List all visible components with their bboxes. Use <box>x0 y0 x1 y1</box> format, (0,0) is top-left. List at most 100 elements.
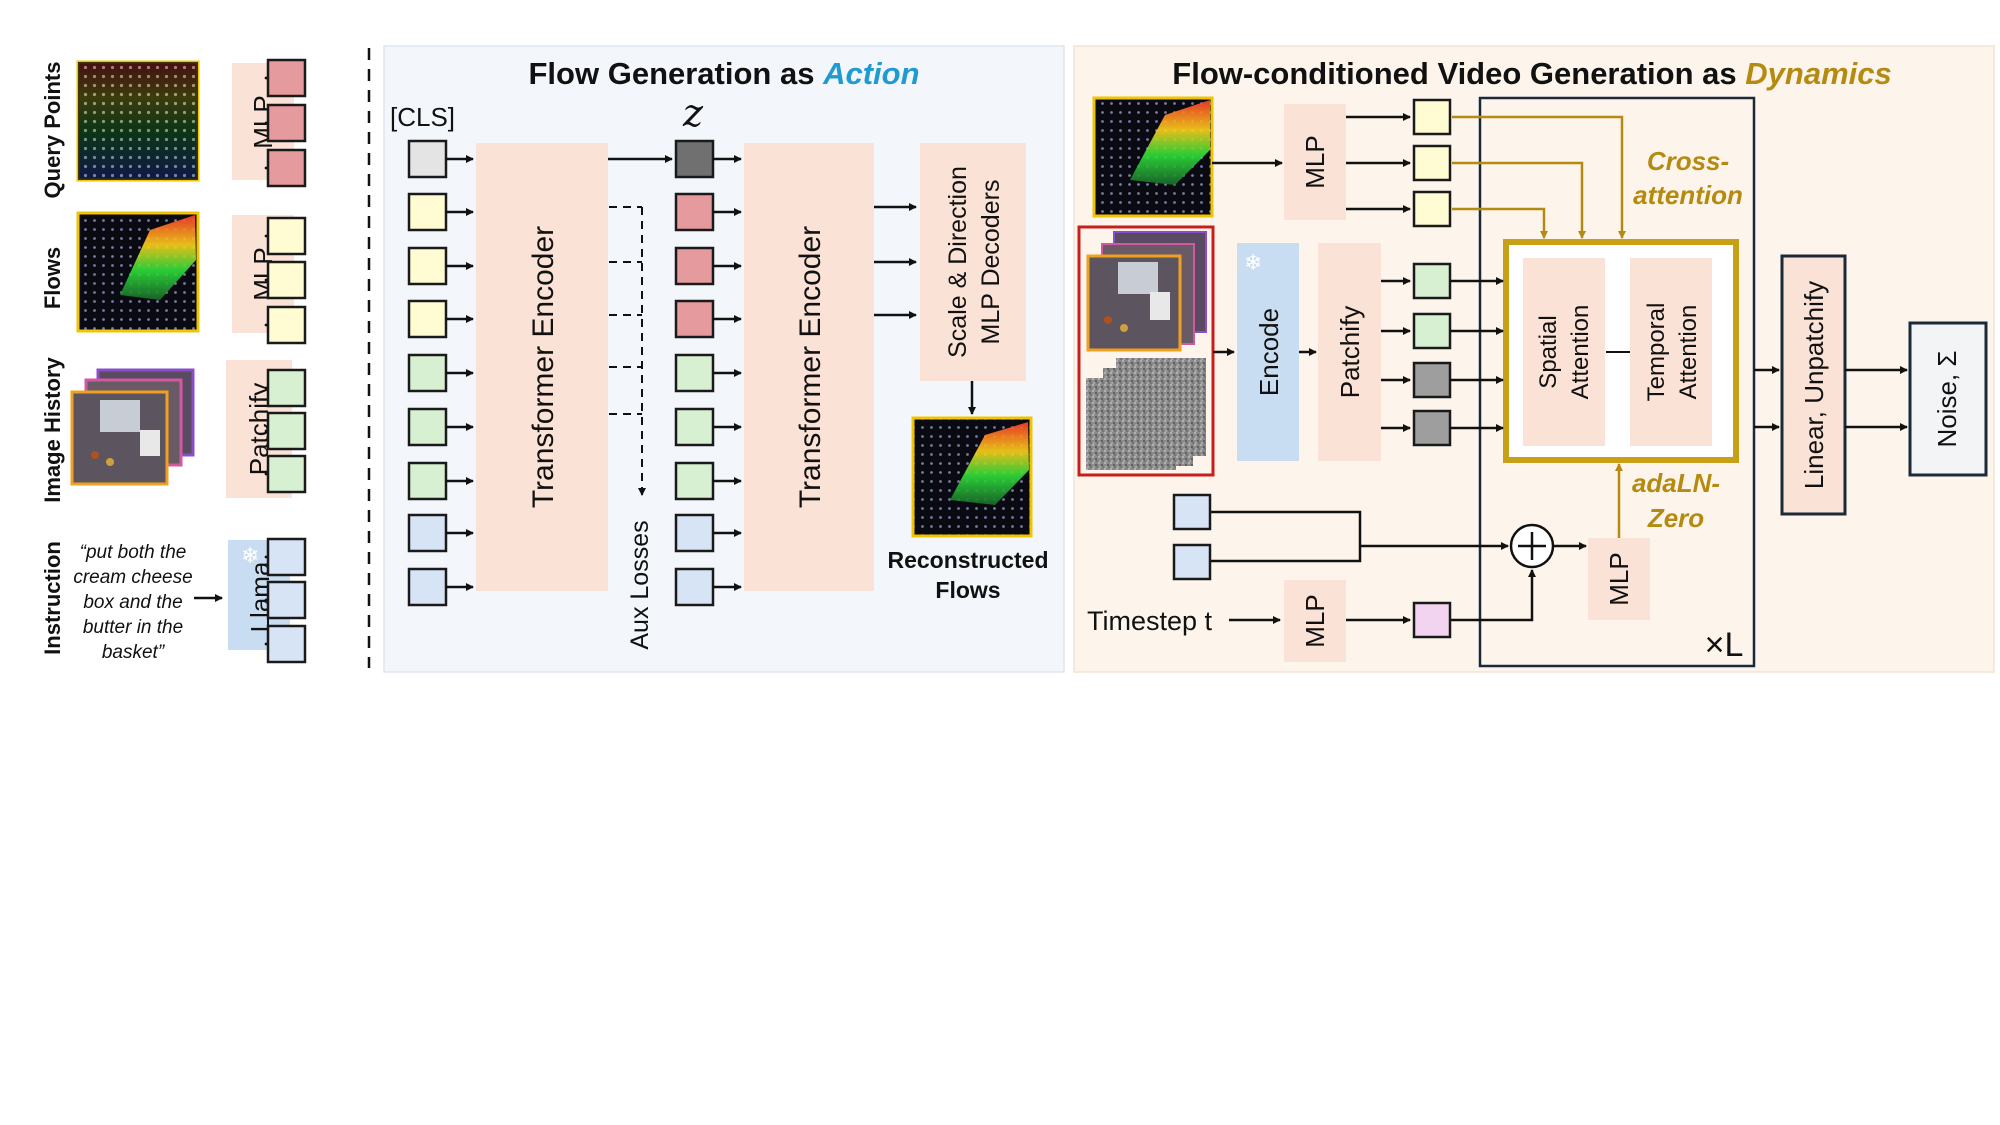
token <box>407 513 448 553</box>
instruction-line: cream cheese <box>73 567 192 588</box>
left-section: Query Points Flows Image History Instruc… <box>40 48 371 668</box>
token <box>1412 361 1452 399</box>
action-panel: Flow Generation as Action [CLS] Transfor… <box>383 45 1065 673</box>
action-panel-title: Flow Generation as Action <box>529 56 920 91</box>
token <box>266 411 307 451</box>
transformer-encoder-1: Transformer Encoder <box>476 143 608 591</box>
token <box>1412 190 1452 228</box>
cross-attention-label-line2: attention <box>1633 180 1743 210</box>
token <box>266 103 307 143</box>
snowflake-icon: ❄ <box>241 544 259 569</box>
z-label: z <box>682 91 704 135</box>
cls-label: [CLS] <box>390 102 455 132</box>
token <box>266 260 307 300</box>
token <box>674 246 715 286</box>
row-label-image-history: Image History <box>40 356 65 502</box>
left-token-column <box>264 58 307 664</box>
transformer-encoder-2: Transformer Encoder <box>744 143 874 591</box>
spatial-attention-label-line2: Attention <box>1567 305 1594 400</box>
dynamics-title-highlight: Dynamics <box>1745 56 1891 91</box>
token <box>407 246 448 286</box>
action-title-prefix: Flow Generation as <box>529 56 824 91</box>
token <box>1412 409 1452 447</box>
token <box>266 216 307 256</box>
token <box>1412 312 1452 350</box>
timestep-label: Timestep t <box>1087 606 1213 636</box>
token <box>407 461 448 501</box>
token <box>1412 98 1452 136</box>
cross-attention-label-line1: Cross- <box>1647 146 1729 176</box>
reconstructed-label-line1: Reconstructed <box>887 547 1048 573</box>
token <box>674 407 715 447</box>
token <box>1412 144 1452 182</box>
dynamics-mlp-top: MLP <box>1284 104 1346 220</box>
decoder-label-line1: Scale & Direction <box>944 166 972 358</box>
token <box>1412 262 1452 300</box>
adaln-zero-label-line1: adaLN- <box>1632 468 1720 498</box>
token <box>1172 543 1212 581</box>
dynamics-panel: Flow-conditioned Video Generation as Dyn… <box>1073 45 1995 673</box>
token <box>266 148 307 188</box>
token <box>266 368 307 408</box>
token <box>674 353 715 393</box>
spatial-attention-label-line1: Spatial <box>1535 315 1562 388</box>
linear-unpatchify-label: Linear, Unpatchify <box>1799 281 1829 489</box>
dynamics-token-column <box>1172 98 1504 639</box>
token <box>407 139 448 179</box>
action-title-highlight: Action <box>822 56 919 91</box>
adaln-zero-label-line2: Zero <box>1647 503 1704 533</box>
transformer-encoder-2-label: Transformer Encoder <box>794 226 827 508</box>
dynamics-patchify-label: Patchify <box>1335 306 1365 399</box>
token <box>674 299 715 339</box>
token <box>266 624 307 664</box>
noise-output-box: Noise, Σ <box>1908 321 1988 477</box>
token <box>266 580 307 620</box>
row-label-query-points: Query Points <box>40 62 65 199</box>
dynamics-flow-image <box>1092 96 1214 218</box>
dynamics-mlp-top-label: MLP <box>1300 135 1330 188</box>
token <box>266 537 307 577</box>
row-label-instruction: Instruction <box>40 541 65 655</box>
instruction-line: butter in the <box>83 617 183 638</box>
token <box>674 567 715 607</box>
dynamics-panel-title: Flow-conditioned Video Generation as Dyn… <box>1172 56 1891 91</box>
query-points-image <box>76 60 200 182</box>
row-label-flows: Flows <box>40 247 65 309</box>
video-input-stack <box>1077 225 1215 477</box>
token <box>407 353 448 393</box>
sum-node <box>1509 523 1555 569</box>
timestep-mlp-label: MLP <box>1300 594 1330 647</box>
token <box>407 192 448 232</box>
instruction-line: box and the <box>83 592 182 613</box>
snowflake-icon: ❄ <box>1244 251 1262 276</box>
noise-output-label: Noise, Σ <box>1932 351 1962 448</box>
action-token-columns <box>407 139 742 607</box>
token <box>1412 601 1452 639</box>
aux-losses-label: Aux Losses <box>626 520 654 649</box>
aux-losses-connector: Aux Losses <box>609 206 654 650</box>
linear-unpatchify-box: Linear, Unpatchify <box>1780 254 1847 516</box>
encode-box: ❄ Encode <box>1237 243 1299 461</box>
token <box>407 407 448 447</box>
token <box>266 305 307 345</box>
instruction-line: “put both the <box>80 542 187 563</box>
repeat-block: ×L <box>1478 96 1756 668</box>
token <box>674 192 715 232</box>
temporal-attention-label-line1: Temporal <box>1643 303 1670 402</box>
timestep-mlp-box: MLP <box>1284 580 1346 662</box>
scale-direction-decoder: Scale & Direction MLP Decoders <box>920 143 1026 381</box>
reconstructed-flows-image <box>911 416 1033 538</box>
conditioning-mlp-box: MLP <box>1588 538 1650 620</box>
token <box>407 299 448 339</box>
token <box>674 461 715 501</box>
token <box>266 58 307 98</box>
token <box>407 567 448 607</box>
dynamics-title-prefix: Flow-conditioned Video Generation as <box>1172 56 1745 91</box>
token <box>674 139 715 179</box>
conditioning-mlp-label: MLP <box>1604 552 1634 605</box>
temporal-attention-label-line2: Attention <box>1675 305 1702 400</box>
dynamics-patchify-box: Patchify <box>1318 243 1381 461</box>
transformer-encoder-1-label: Transformer Encoder <box>527 226 560 508</box>
encode-label: Encode <box>1254 308 1284 396</box>
